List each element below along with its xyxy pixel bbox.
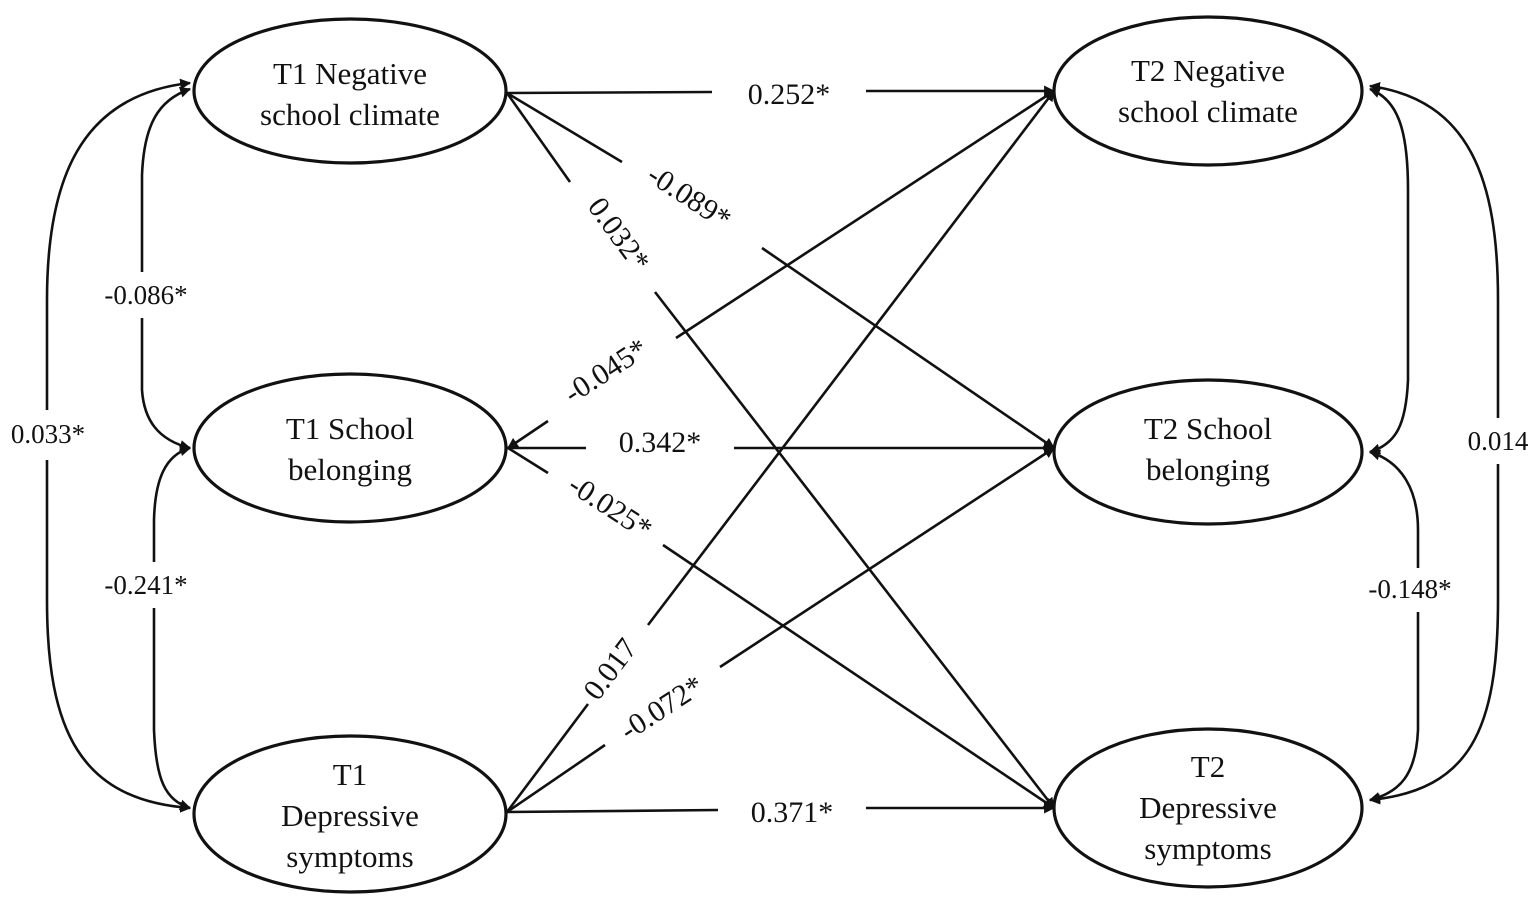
path-dep-to-dep-a: [506, 808, 719, 814]
path-sb-to-nsc-a: [675, 89, 1055, 340]
node-label-line: T1 School: [286, 411, 414, 446]
cov-t2-nsc-sb: [1368, 87, 1410, 455]
node-t2-depressive-symptoms: T2 Depressive symptoms: [1052, 727, 1364, 889]
node-t1-depressive-symptoms: T1 Depressive symptoms: [192, 734, 508, 894]
path-nsc-to-nsc-a: [506, 90, 713, 95]
node-label-line: T2 Negative: [1131, 53, 1285, 88]
node-label-line: T1 Negative: [273, 56, 427, 91]
coef-nsc-to-nsc: 0.252*: [748, 78, 831, 111]
path-nsc-to-sb-a: [506, 91, 623, 164]
covariance-coefficients: -0.086* -0.241* 0.033* 0.014 -0.148*: [11, 280, 1529, 604]
node-label-line: school climate: [1118, 94, 1298, 129]
coef-dep-to-dep: 0.371*: [751, 796, 834, 829]
node-label-line: Depressive: [281, 798, 419, 833]
node-label-line: T2: [1191, 749, 1225, 784]
path-sb-to-nsc-b: [507, 419, 549, 450]
cov-t1-nsc-dep-a: [45, 78, 192, 410]
coef-cov-t2-nsc-dep: 0.014: [1468, 426, 1529, 456]
path-nsc-to-dep-b: [653, 291, 1056, 809]
coef-sb-to-dep: -0.025*: [562, 468, 658, 546]
path-sb-to-dep-b: [662, 543, 1055, 810]
node-label-line: belonging: [1146, 452, 1270, 487]
path-sb-to-dep-a: [507, 446, 549, 475]
coef-dep-to-sb: -0.072*: [614, 669, 710, 747]
node-t2-school-belonging: T2 School belonging: [1052, 378, 1364, 526]
path-nsc-to-sb-b: [761, 246, 1055, 450]
cov-t2-nsc-dep-b: [1368, 464, 1500, 805]
coef-sb-to-nsc: -0.045*: [558, 332, 654, 410]
coef-sb-to-sb: 0.342*: [619, 426, 702, 459]
cov-t1-sb-dep-a: [152, 445, 192, 562]
coef-cov-t1-sb-dep: -0.241*: [104, 570, 187, 600]
node-label-line: school climate: [260, 97, 440, 132]
path-dep-to-sb-a: [506, 743, 606, 814]
regression-paths: [505, 85, 1056, 814]
node-label-line: T1: [333, 757, 367, 792]
coef-cov-t1-nsc-sb: -0.086*: [104, 280, 187, 310]
covariance-arcs: [45, 78, 1500, 813]
cov-t1-nsc-dep-b: [45, 460, 192, 813]
coef-dep-to-nsc: 0.017: [577, 632, 644, 706]
node-label-line: Depressive: [1139, 790, 1277, 825]
node-label-line: T2 School: [1144, 411, 1272, 446]
coef-cov-t2-sb-dep: -0.148*: [1368, 574, 1451, 604]
node-label-line: symptoms: [1144, 831, 1271, 866]
cov-t2-nsc-dep-a: [1368, 81, 1500, 418]
cov-t2-sb-dep-b: [1368, 612, 1420, 803]
node-t2-negative-school-climate: T2 Negative school climate: [1052, 15, 1364, 167]
coef-nsc-to-sb: -0.089*: [641, 158, 737, 236]
cov-t1-nsc-sb-a: [140, 87, 192, 272]
coef-nsc-to-dep: 0.032*: [581, 191, 656, 277]
cov-t1-nsc-sb-b: [140, 318, 192, 451]
node-label-line: symptoms: [286, 839, 413, 874]
path-dep-to-sb-b: [719, 446, 1055, 669]
coef-cov-t1-nsc-dep: 0.033*: [11, 419, 85, 449]
cov-t2-sb-dep-a: [1368, 449, 1420, 568]
path-nsc-to-dep-a: [505, 92, 572, 183]
path-dep-to-nsc-b: [646, 90, 1056, 626]
node-t1-negative-school-climate: T1 Negative school climate: [192, 17, 508, 165]
cov-t1-sb-dep-b: [152, 608, 192, 811]
node-label-line: belonging: [288, 452, 412, 487]
node-t1-school-belonging: T1 School belonging: [192, 372, 508, 524]
path-dep-to-nsc-a: [505, 703, 590, 813]
path-coefficients: 0.252* -0.089* 0.032* -0.045* 0.342* -0.…: [558, 78, 833, 829]
